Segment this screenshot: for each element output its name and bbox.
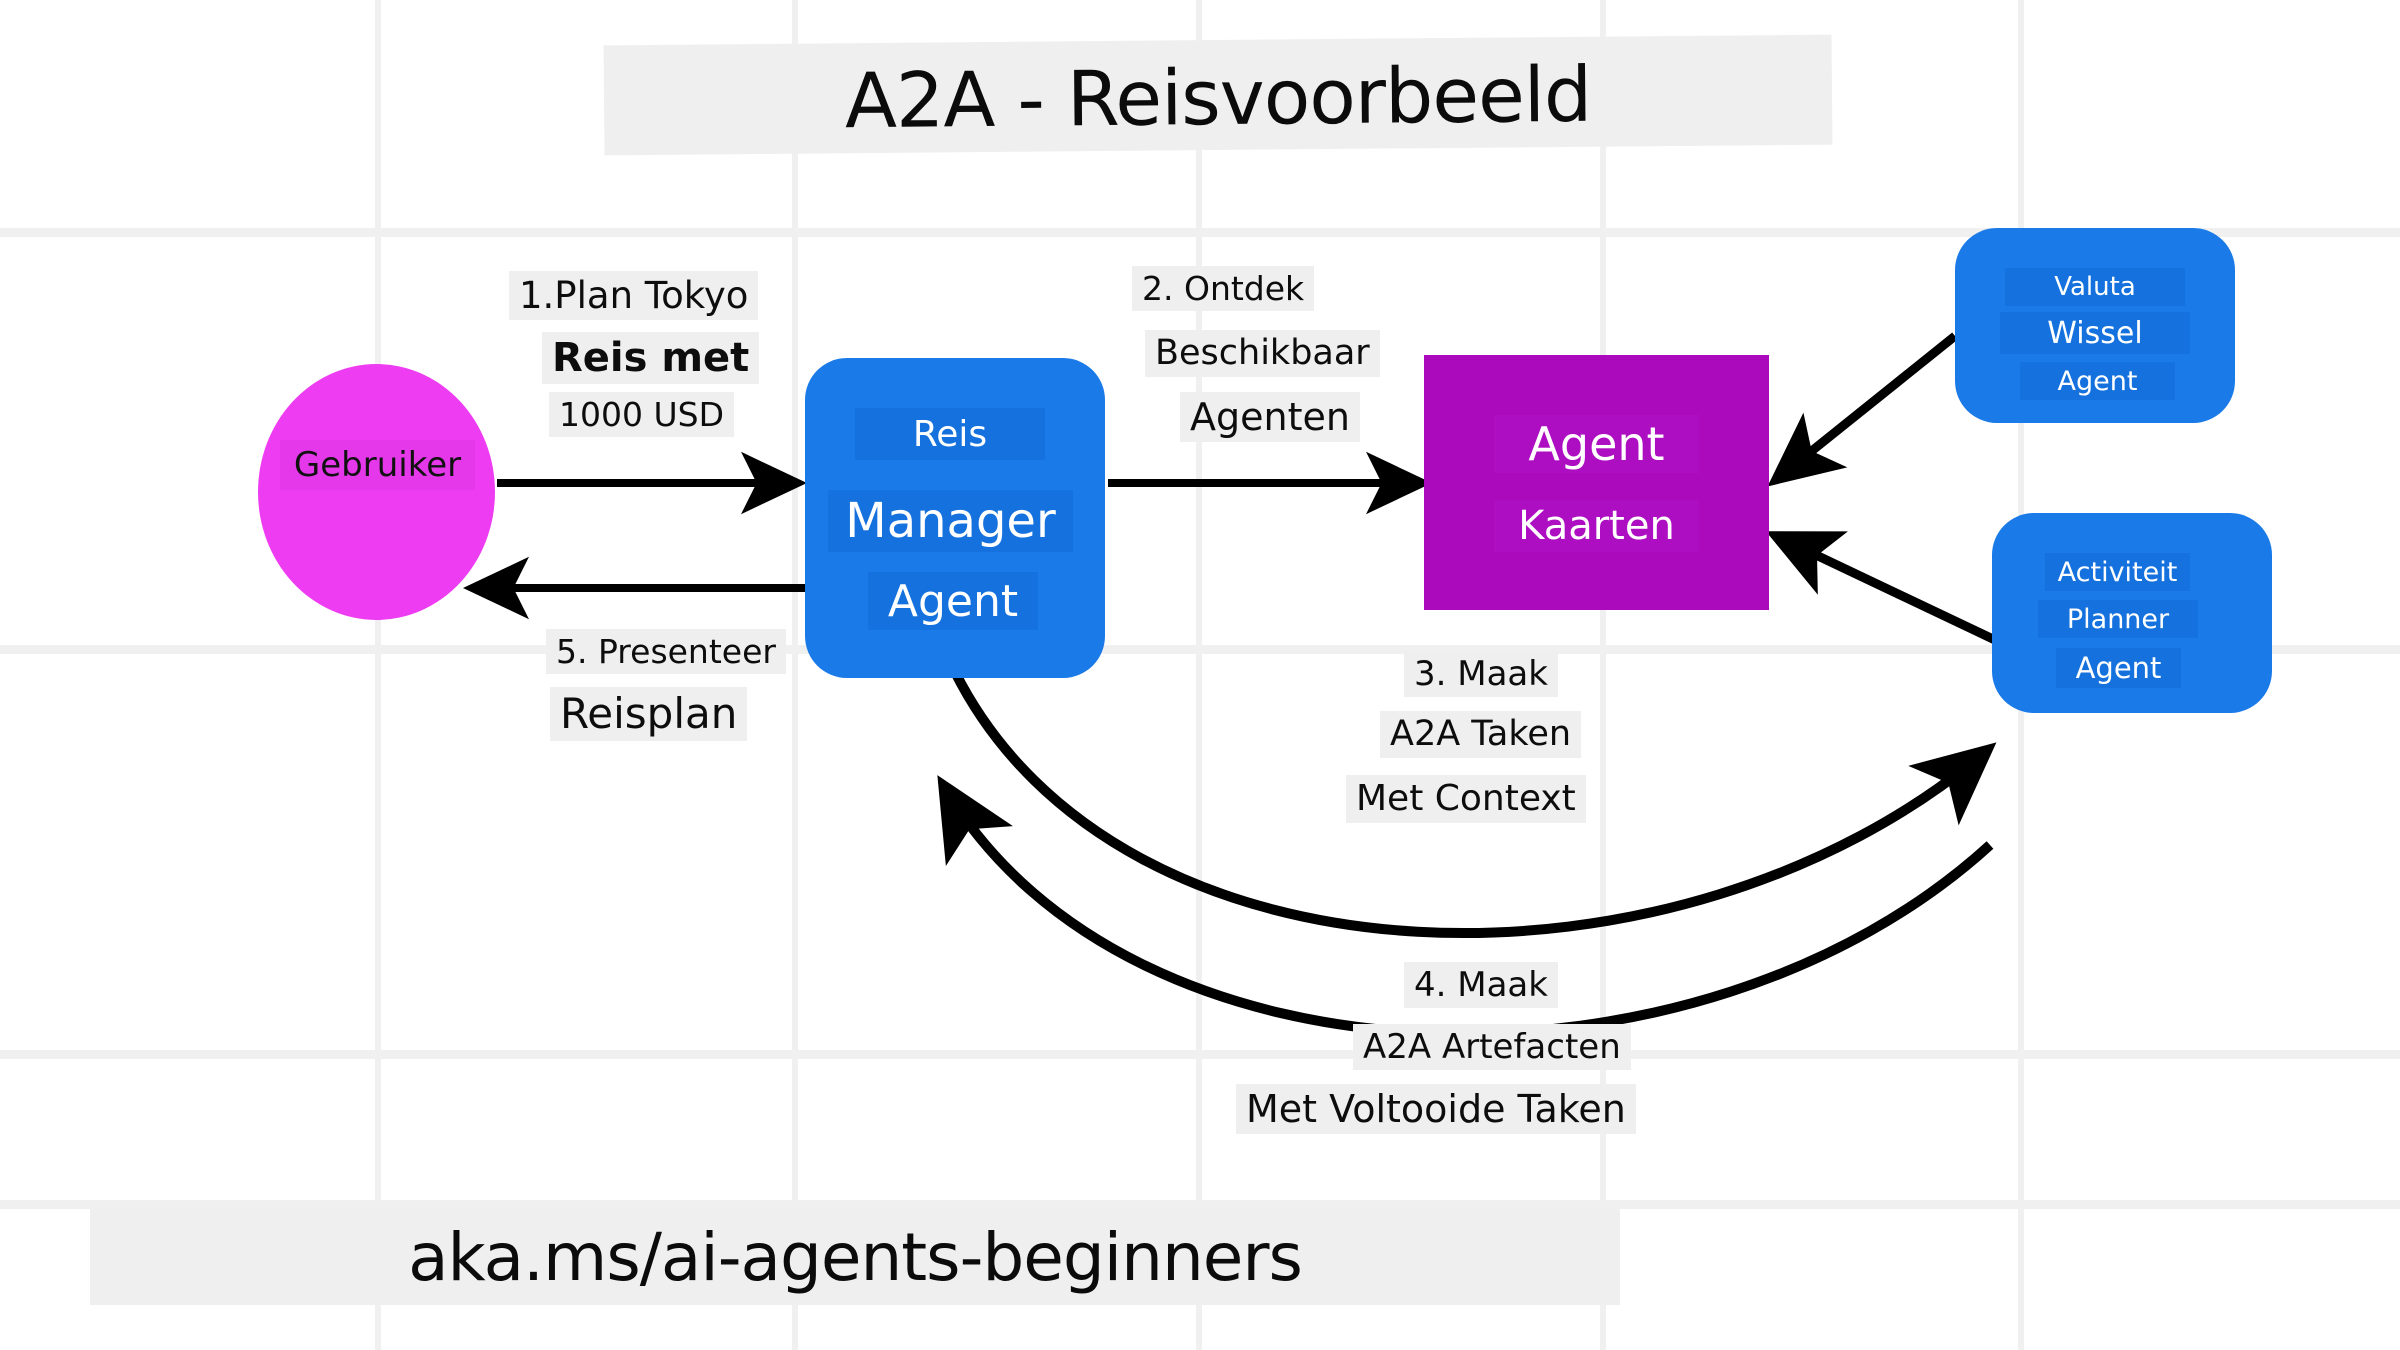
step-3-label-line-3: Met Context	[1346, 775, 1586, 823]
step-4-label-line-1: 4. Maak	[1404, 962, 1558, 1008]
grid-line-vertical	[375, 0, 381, 1350]
node-currency-exchange-agent[interactable]	[1955, 228, 2235, 423]
node-currency-line-2: Wissel	[2000, 312, 2190, 354]
grid-line-horizontal	[0, 228, 2400, 237]
step-2-label-line-3: Agenten	[1180, 392, 1360, 442]
grid-line-horizontal	[0, 1200, 2400, 1209]
step-5-label-line-2: Reisplan	[550, 687, 748, 741]
edge-manager-to-activity	[950, 669, 1997, 939]
grid-line-horizontal	[0, 645, 2400, 654]
step-4-label-line-2: A2A Artefacten	[1353, 1024, 1631, 1070]
node-trip-manager-line-2: Manager	[828, 490, 1073, 552]
node-agent-cards-line-2: Kaarten	[1494, 500, 1699, 552]
step-3-label-line-2: A2A Taken	[1380, 711, 1582, 758]
node-user[interactable]	[258, 364, 495, 620]
grid-line-vertical	[1196, 0, 1202, 1350]
step-1-label-line-1: 1.Plan Tokyo	[509, 271, 759, 320]
grid-line-horizontal	[0, 1050, 2400, 1059]
node-currency-line-3: Agent	[2020, 362, 2175, 400]
page-title: A2A - Reisvoorbeeld	[844, 49, 1592, 146]
node-activity-line-3: Agent	[2056, 648, 2181, 688]
step-1-label-line-3: 1000 USD	[549, 392, 734, 437]
footer-url[interactable]: aka.ms/ai-agents-beginners	[408, 1218, 1303, 1296]
node-activity-planner-agent[interactable]	[1992, 513, 2272, 713]
step-1-label-line-2: Reis met	[542, 332, 760, 384]
node-activity-line-1: Activiteit	[2045, 553, 2190, 591]
step-4-label-line-3: Met Voltooide Taken	[1236, 1084, 1636, 1134]
grid-line-vertical	[1600, 0, 1606, 1350]
edge-activity-to-cards	[1765, 531, 1997, 645]
grid-line-vertical	[792, 0, 798, 1350]
node-agent-cards[interactable]	[1424, 355, 1769, 610]
step-2-label-line-2: Beschikbaar	[1145, 330, 1380, 377]
node-currency-line-1: Valuta	[2005, 268, 2185, 306]
edge-currency-to-cards	[1767, 332, 1958, 487]
step-5-label-line-1: 5. Presenteer	[546, 629, 786, 674]
node-trip-manager-line-1: Reis	[855, 408, 1045, 460]
node-trip-manager-agent[interactable]	[805, 358, 1105, 678]
node-user-label: Gebruiker	[280, 440, 475, 490]
node-agent-cards-line-1: Agent	[1494, 415, 1699, 473]
step-2-label-line-1: 2. Ontdek	[1132, 266, 1315, 311]
node-trip-manager-line-3: Agent	[868, 572, 1038, 630]
step-3-label-line-1: 3. Maak	[1404, 651, 1558, 697]
footer-highlight-banner	[90, 1209, 1620, 1305]
node-activity-line-2: Planner	[2038, 600, 2198, 638]
